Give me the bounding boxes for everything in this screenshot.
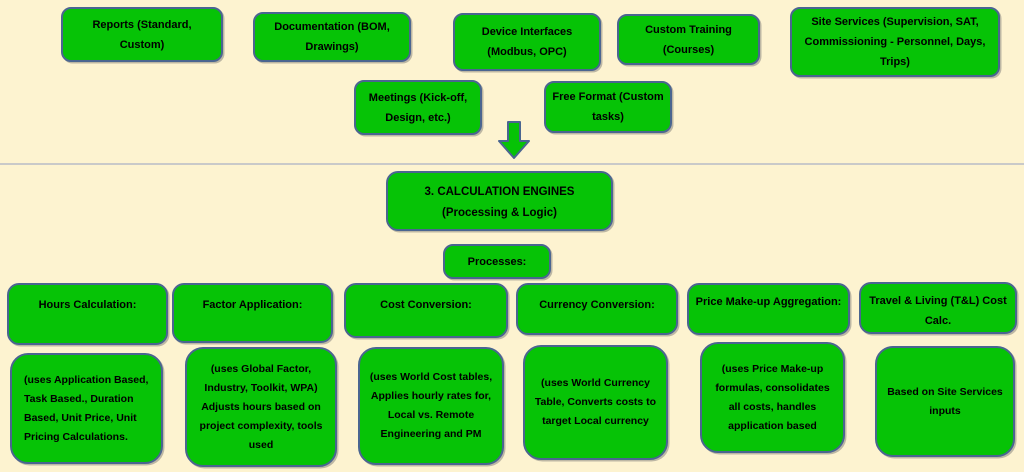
box-hours-calculation-detail: (uses Application Based, Task Based., Du… [10,353,163,464]
box-price-makeup-detail: (uses Price Make-up formulas, consolidat… [700,342,845,453]
box-site-services: Site Services (Supervision, SAT, Commiss… [790,7,1000,77]
box-custom-training: Custom Training (Courses) [617,14,760,65]
box-reports: Reports (Standard, Custom) [61,7,223,62]
box-processes: Processes: [443,244,551,279]
box-travel-living-header: Travel & Living (T&L) Cost Calc. [859,282,1017,334]
box-device-interfaces: Device Interfaces (Modbus, OPC) [453,13,601,71]
box-currency-conversion-header: Currency Conversion: [516,283,678,335]
box-free-format: Free Format (Custom tasks) [544,81,672,133]
box-hours-calculation-header: Hours Calculation: [7,283,168,345]
box-currency-conversion-detail: (uses World Currency Table, Converts cos… [523,345,668,460]
box-cost-conversion-detail: (uses World Cost tables, Applies hourly … [358,347,504,465]
box-factor-application-header: Factor Application: [172,283,333,343]
down-arrow-icon [495,121,533,160]
box-factor-application-detail: (uses Global Factor, Industry, Toolkit, … [185,347,337,467]
calculation-engines-subtitle: (Processing & Logic) [441,207,558,219]
section-separator-line [0,163,1024,165]
box-calculation-engines: 3. CALCULATION ENGINES (Processing & Log… [386,171,613,231]
box-travel-living-detail: Based on Site Services inputs [875,346,1015,457]
box-price-makeup-header: Price Make-up Aggregation: [687,283,850,335]
box-documentation: Documentation (BOM, Drawings) [253,12,411,62]
calculation-engines-title: 3. CALCULATION ENGINES [424,186,575,198]
box-meetings: Meetings (Kick-off, Design, etc.) [354,80,482,135]
box-cost-conversion-header: Cost Conversion: [344,283,508,338]
